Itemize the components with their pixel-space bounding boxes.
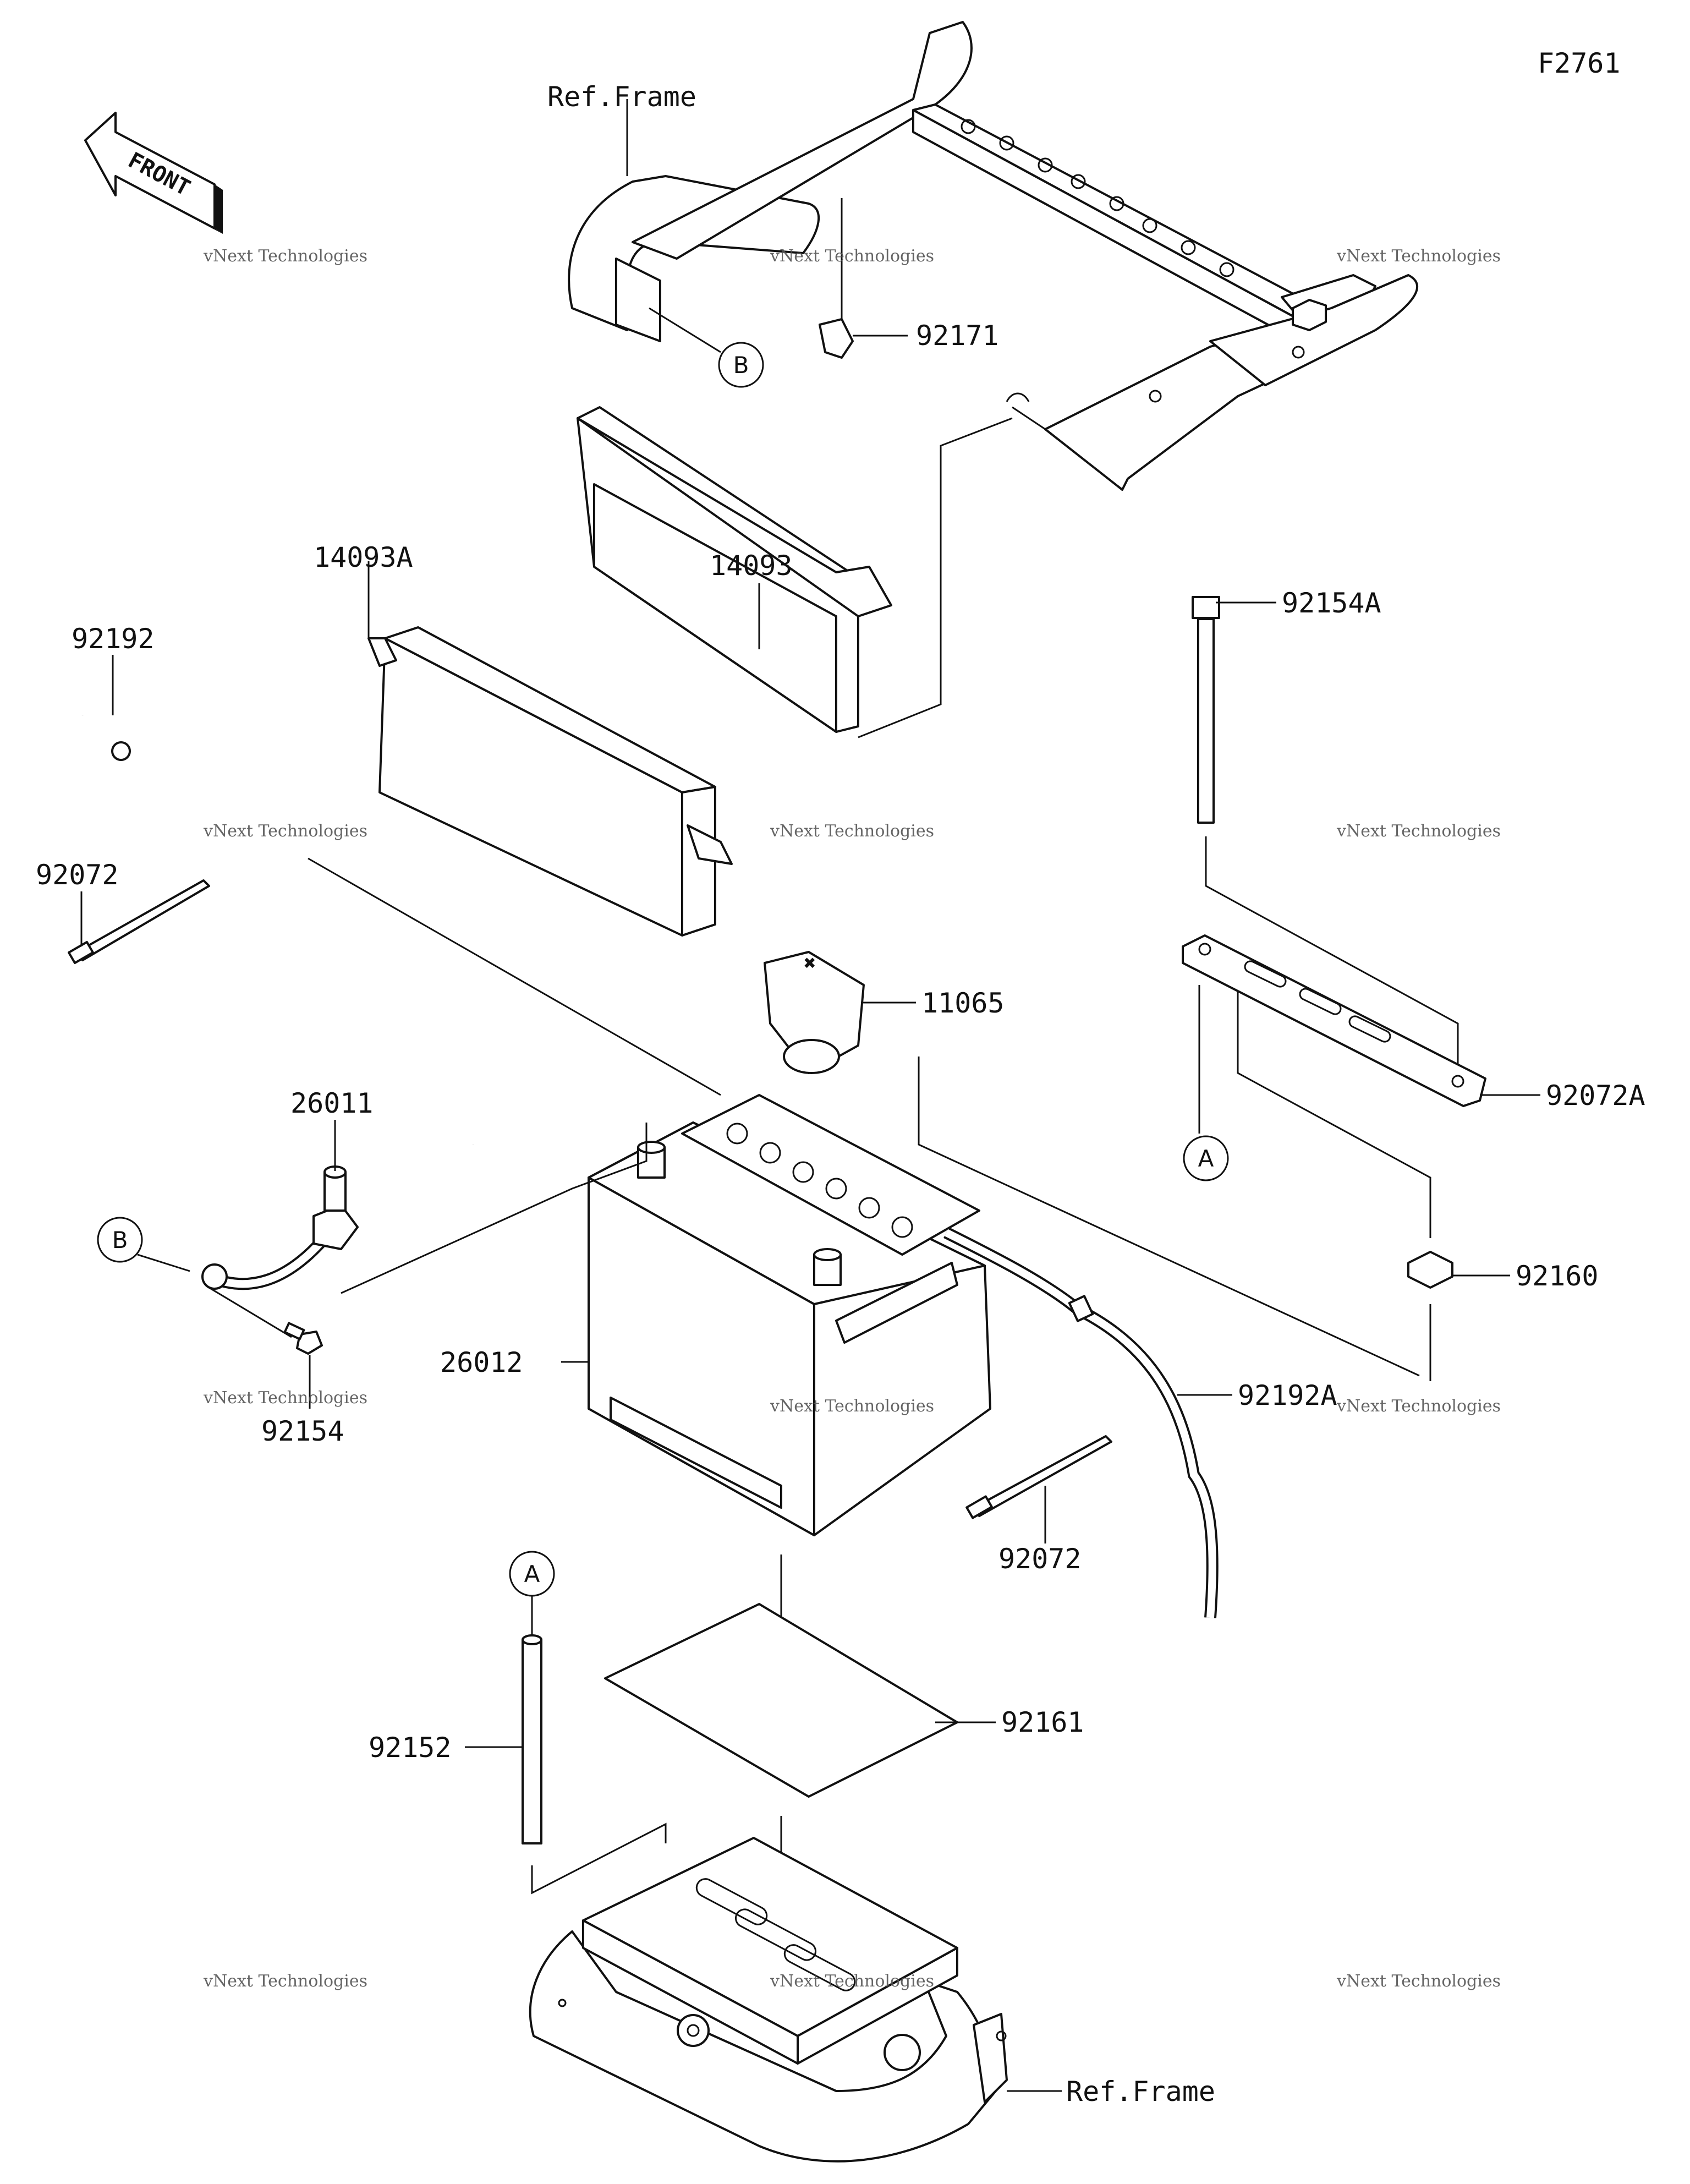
terminal-cover-11065: ✖ [764,951,865,1074]
watermark-text: vNext Technologies [1336,822,1501,841]
svg-text:A: A [524,1561,540,1588]
watermark-text: vNext Technologies [770,1972,934,1991]
upper-frame-drawing [568,21,1419,491]
bolt-92154a [1192,596,1220,824]
part-label-92154: 92154 [261,1415,344,1447]
part-label-92161: 92161 [1001,1706,1084,1738]
svg-text:A: A [1198,1145,1214,1172]
lower-frame-drawing [529,1837,1008,2163]
part-label-14093a: 14093A [314,541,413,573]
callout-a-right: A [1183,1135,1229,1181]
battery-cable-92192 [78,714,477,1146]
callout-a-bottom: A [509,1551,555,1597]
part-label-26011: 26011 [290,1087,374,1119]
pipe-92152 [522,1634,542,1844]
part-label-92192: 92192 [72,623,155,655]
callout-b-top: B [718,342,764,388]
ref-frame-label-top: Ref.Frame [547,81,696,113]
svg-text:B: B [733,352,749,379]
watermark-text: vNext Technologies [1336,1397,1501,1416]
battery-cover-drawing [367,406,892,937]
part-label-92072a: 92072A [1546,1080,1645,1112]
part-label-11065: 11065 [921,987,1005,1019]
part-label-92152: 92152 [369,1732,452,1764]
svg-text:B: B [112,1227,128,1254]
svg-text:✖: ✖ [803,954,816,972]
part-label-92160: 92160 [1516,1260,1599,1292]
hold-down-bracket-92072a [1182,836,1486,1189]
front-arrow-icon: FRONT [84,112,223,234]
tie-wrap-right [965,1435,1112,1519]
watermark-text: vNext Technologies [770,1397,934,1416]
part-label-14093: 14093 [710,550,793,582]
battery-cable-92192a [943,1227,1219,1618]
bolt-92154 [283,1322,323,1355]
watermark-text: vNext Technologies [770,247,934,266]
watermark-text: vNext Technologies [203,247,367,266]
watermark-text: vNext Technologies [1336,247,1501,266]
part-label-92072-right: 92072 [998,1543,1082,1575]
watermark-text: vNext Technologies [1336,1972,1501,1991]
battery-pad-92161 [604,1603,958,1798]
part-label-92154a: 92154A [1282,587,1381,619]
callout-b-left: B [97,1217,143,1263]
battery-26012 [588,1094,991,1536]
part-label-26012: 26012 [440,1346,523,1378]
tie-wrap-left [68,879,210,965]
watermark-text: vNext Technologies [203,822,367,841]
battery-cable-26011 [201,1165,359,1290]
watermark-text: vNext Technologies [770,822,934,841]
ref-frame-label-bottom: Ref.Frame [1066,2076,1215,2108]
part-label-92171: 92171 [916,320,999,352]
watermark-text: vNext Technologies [203,1972,367,1991]
part-label-92192a: 92192A [1238,1380,1337,1411]
part-label-92072-left: 92072 [36,859,119,891]
watermark-group: vNext Technologies vNext Technologies vN… [203,247,1501,1991]
diagram-code: F2761 [1538,47,1621,79]
nut-92160 [1407,1189,1453,1381]
watermark-text: vNext Technologies [203,1388,367,1408]
